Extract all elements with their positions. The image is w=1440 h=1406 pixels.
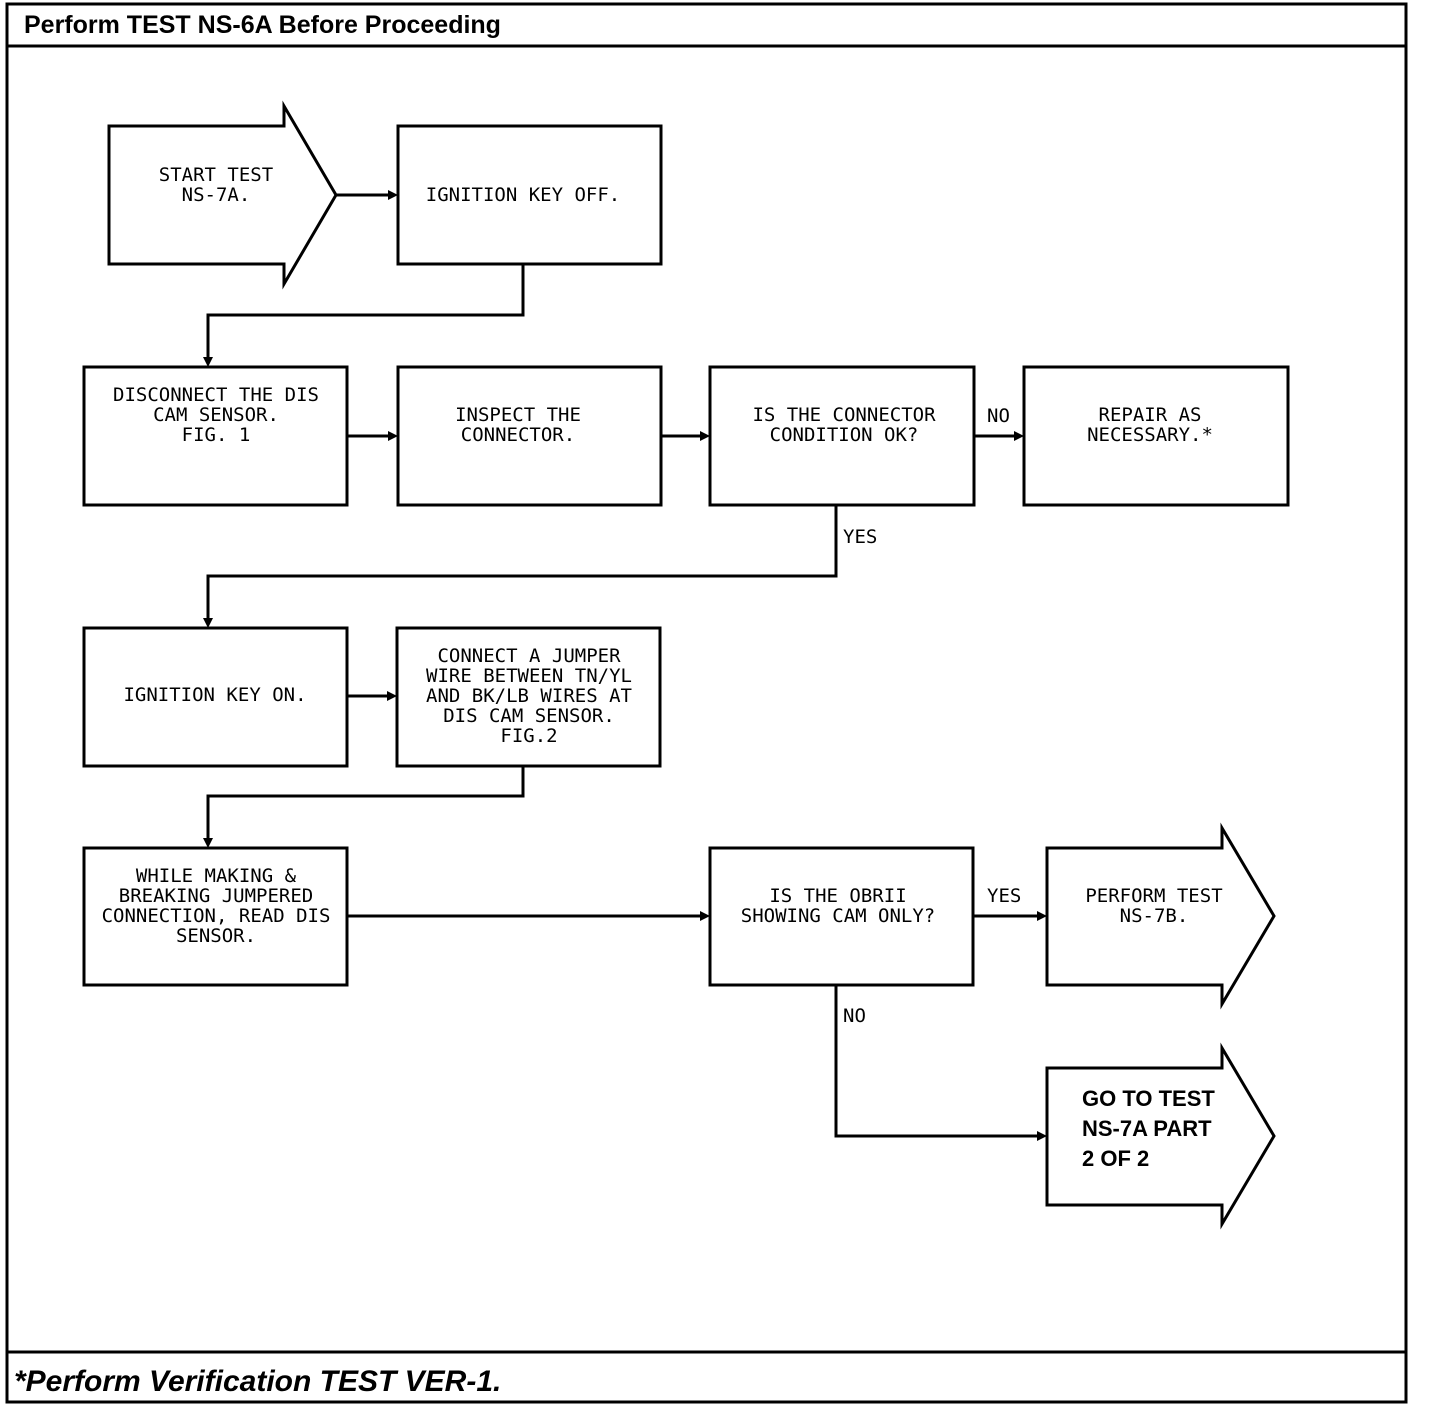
text-line: BREAKING JUMPERED [119, 885, 313, 907]
text-line: NS-7A PART [1082, 1116, 1212, 1141]
text-line: GO TO TEST [1082, 1086, 1215, 1111]
key-on-text: IGNITION KEY ON. [123, 684, 306, 706]
goto-part2-text: GO TO TEST NS-7A PART 2 OF 2 [1082, 1086, 1215, 1171]
text-line: IGNITION KEY OFF. [426, 184, 620, 206]
arrowhead-jumper [387, 691, 397, 701]
text-line: DISCONNECT THE DIS [113, 384, 319, 406]
text-line: IGNITION KEY ON. [123, 684, 306, 706]
text-line: AND BK/LB WIRES AT [426, 685, 632, 707]
arrowhead-read [203, 838, 213, 848]
label-cam-no: NO [843, 1005, 866, 1027]
arrowhead-goto-part2 [1037, 1131, 1047, 1141]
edge-condition-yes [206, 505, 838, 621]
jumper-box [395, 626, 662, 768]
arrowhead-inspect [388, 431, 398, 441]
connectors [203, 190, 1047, 1141]
arrowhead-disconnect [203, 357, 213, 367]
edge-cam-no [834, 985, 1041, 1138]
page-border [5, 2, 1408, 1404]
arrowhead-perform-7b [1037, 911, 1047, 921]
text-line: FIG. 1 [182, 424, 251, 446]
text-line: NS-7A. [182, 184, 251, 206]
text-line: SHOWING CAM ONLY? [741, 905, 935, 927]
arrowhead-repair [1014, 431, 1024, 441]
edge-key-off-to-disconnect [206, 264, 525, 360]
disconnect-box [82, 365, 349, 507]
arrowhead-cam [700, 911, 710, 921]
text-line: CONDITION OK? [770, 424, 919, 446]
key-off-text: IGNITION KEY OFF. [426, 184, 620, 206]
goto-part2-node [1045, 1042, 1276, 1230]
perform-7b-node [1045, 822, 1276, 1010]
text-line: IS THE CONNECTOR [752, 404, 936, 426]
edge-jumper-to-read [206, 766, 525, 841]
text-line: WHILE MAKING & [136, 865, 297, 887]
read-sensor-box [82, 846, 349, 987]
label-cam-yes: YES [987, 885, 1021, 907]
arrowhead-key-off [388, 190, 398, 200]
key-off-box [396, 124, 663, 266]
text-line: PERFORM TEST [1085, 885, 1222, 907]
text-line: FIG.2 [500, 725, 557, 747]
repair-box [1022, 365, 1290, 507]
text-line: DIS CAM SENSOR. [443, 705, 615, 727]
header-title: Perform TEST NS-6A Before Proceeding [24, 11, 501, 39]
text-line: WIRE BETWEEN TN/YL [426, 665, 632, 687]
start-node [107, 100, 338, 290]
text-line: CONNECTOR. [461, 424, 575, 446]
text-line: NS-7B. [1120, 905, 1189, 927]
text-line: REPAIR AS [1099, 404, 1202, 426]
inspect-box [396, 365, 663, 507]
label-condition-yes: YES [843, 526, 877, 548]
footer-note: *Perform Verification TEST VER-1. [14, 1365, 501, 1398]
text-line: INSPECT THE [455, 404, 581, 426]
text-line: CONNECTION, READ DIS [102, 905, 331, 927]
text-line: CONNECT A JUMPER [437, 645, 621, 667]
text-line: NECESSARY.* [1087, 424, 1213, 446]
arrowhead-condition [700, 431, 710, 441]
condition-box [708, 365, 976, 507]
text-line: SENSOR. [176, 925, 256, 947]
text-line: IS THE OBRII [769, 885, 906, 907]
arrowhead-key-on [203, 618, 213, 628]
label-condition-no: NO [987, 405, 1010, 427]
key-on-box [82, 626, 349, 768]
text-line: 2 OF 2 [1082, 1146, 1149, 1171]
text-line: START TEST [159, 164, 273, 186]
cam-only-box [708, 846, 975, 987]
text-line: CAM SENSOR. [153, 404, 279, 426]
